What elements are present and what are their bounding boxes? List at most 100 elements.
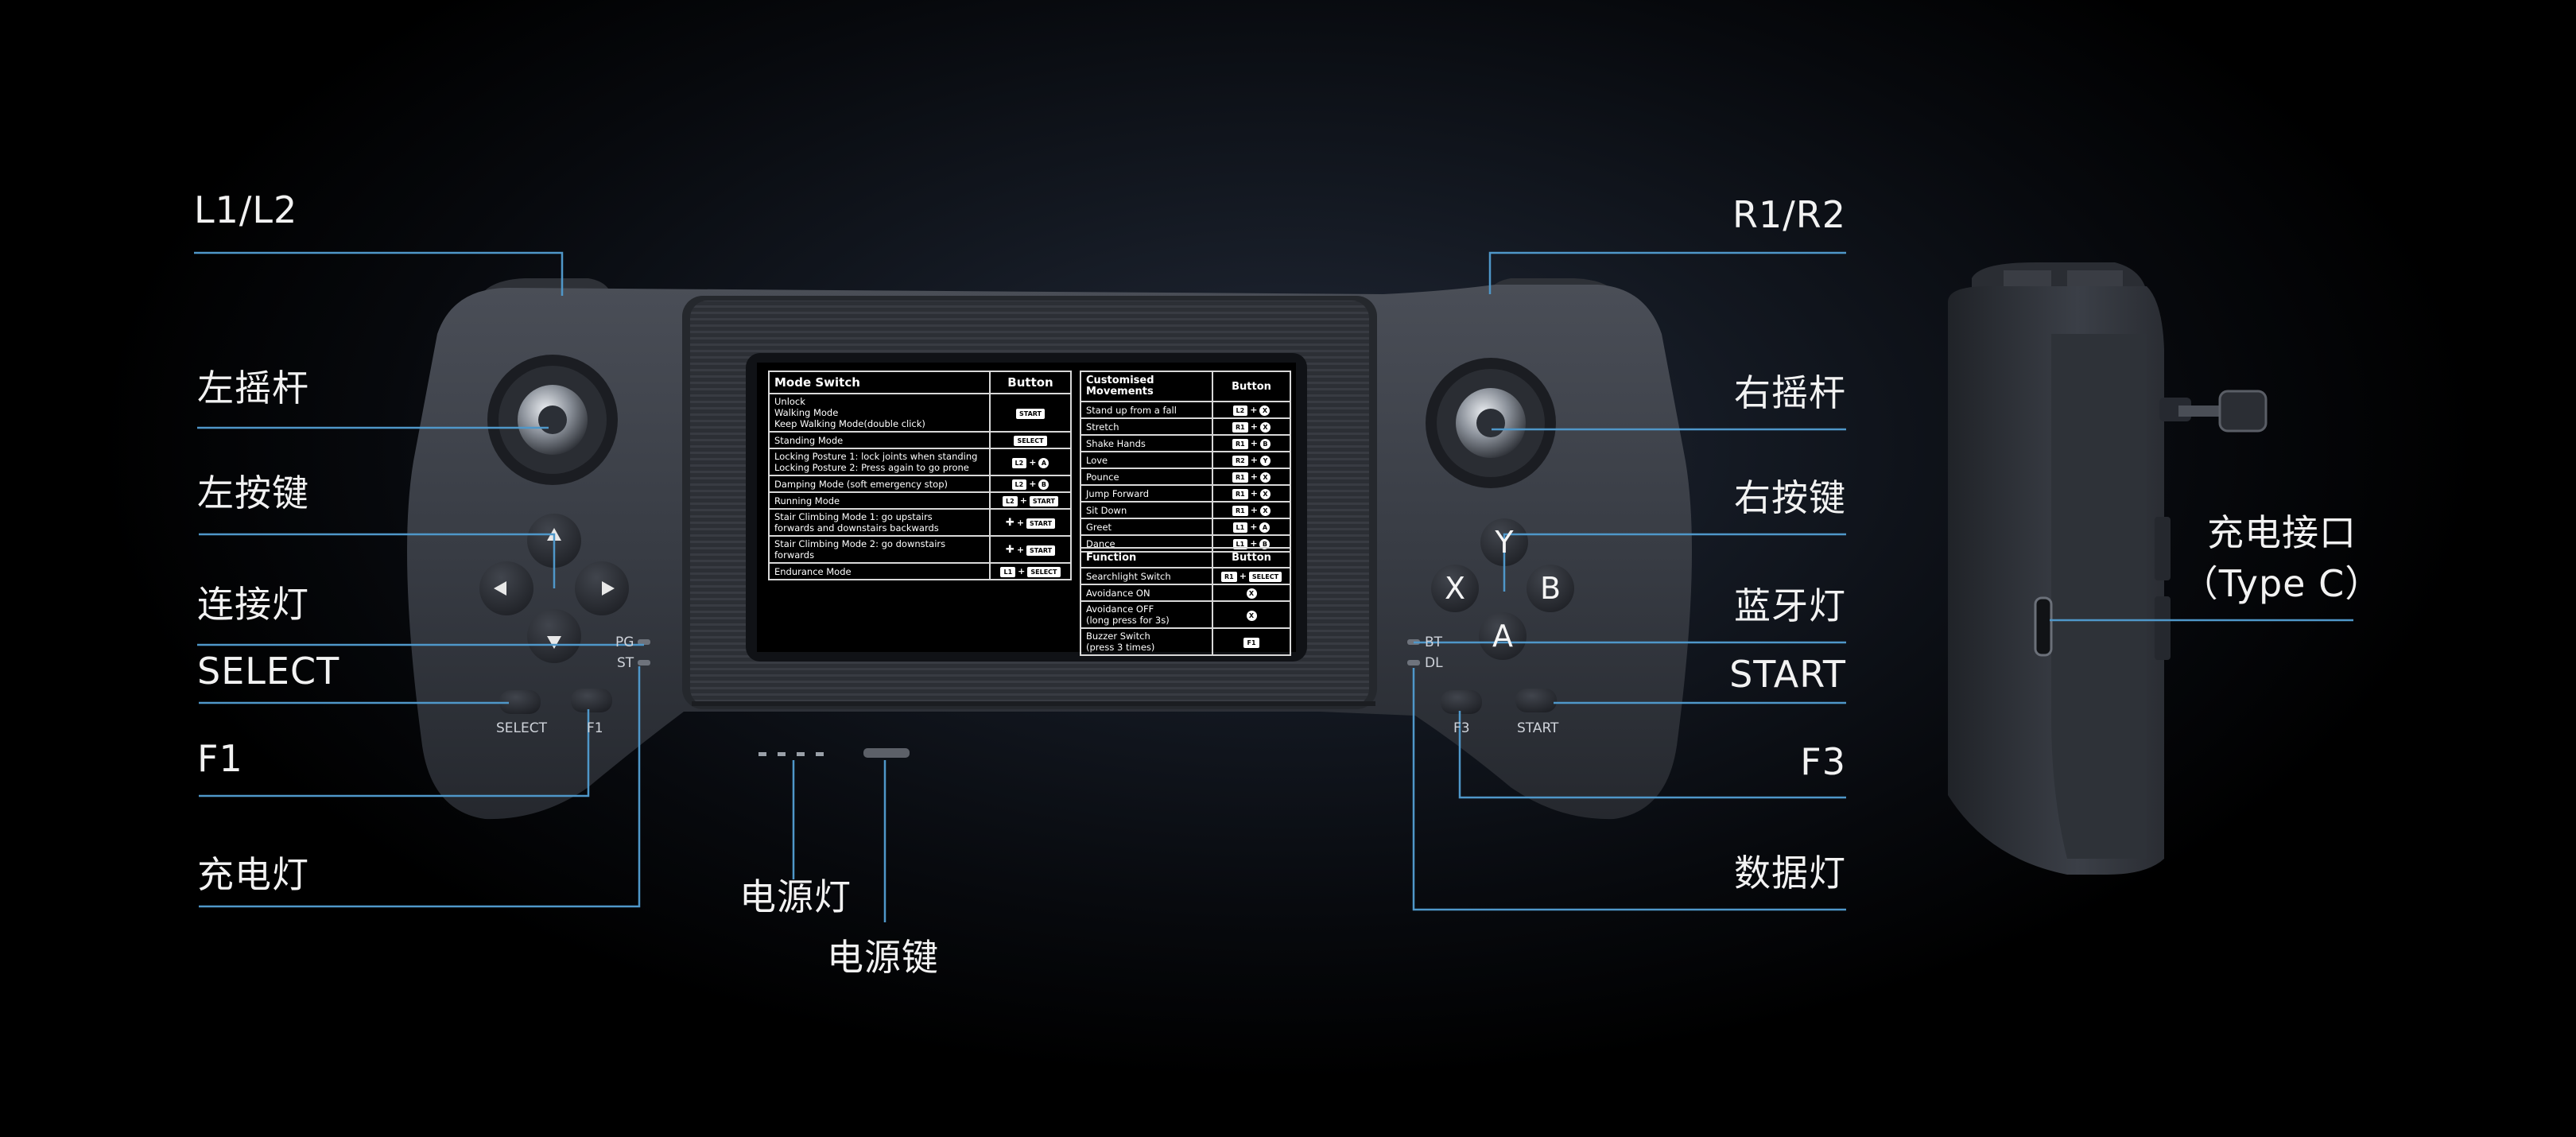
- plus-sign: +: [1018, 566, 1026, 576]
- row-label: Endurance Mode: [768, 562, 991, 580]
- key-badge: L2: [1232, 406, 1248, 416]
- row-button: X: [1212, 584, 1291, 602]
- plus-sign: +: [1250, 505, 1258, 515]
- row-label: Running Mode: [768, 491, 991, 510]
- row-button: X: [1212, 600, 1291, 629]
- row-label: Pounce: [1080, 468, 1213, 486]
- button-glyph-icon: X: [1259, 472, 1271, 483]
- mode-table-header-button: Button: [989, 371, 1072, 394]
- button-glyph-icon: A: [1259, 522, 1271, 533]
- plus-sign: +: [1250, 455, 1258, 465]
- row-button: R2+Y: [1212, 451, 1291, 469]
- button-glyph-icon: A: [1038, 457, 1049, 468]
- key-badge: SELECT: [1027, 567, 1061, 577]
- plus-sign: +: [1250, 538, 1258, 549]
- dl-label: DL: [1425, 655, 1443, 671]
- label-f1: F1: [197, 737, 243, 780]
- label-l1-l2: L1/L2: [194, 188, 298, 231]
- label-start: START: [1729, 653, 1846, 696]
- row-label: Searchlight Switch: [1080, 567, 1213, 585]
- customised-movements-table: Customised Movements Button Stand up fro…: [1080, 371, 1291, 553]
- key-badge: L2: [1003, 496, 1018, 506]
- key-badge: SELECT: [1014, 436, 1047, 446]
- label-left-stick: 左摇杆: [197, 367, 309, 409]
- row-label: Greet: [1080, 518, 1213, 536]
- button-glyph-icon: X: [1246, 588, 1257, 599]
- key-badge: R2: [1232, 456, 1248, 466]
- key-badge: R1: [1220, 572, 1237, 582]
- row-button: F1: [1212, 627, 1291, 656]
- f3-printed: F3: [1453, 720, 1470, 736]
- row-button: ✚+START: [989, 508, 1072, 537]
- button-glyph-icon: X: [1259, 506, 1271, 516]
- row-label: Locking Posture 1: lock joints when stan…: [768, 448, 991, 476]
- plus-sign: +: [1029, 479, 1037, 489]
- key-badge: START: [1026, 518, 1056, 529]
- label-left-buttons: 左按键: [197, 471, 309, 514]
- b-button-label: B: [1539, 571, 1562, 606]
- label-power-light: 电源灯: [739, 875, 852, 918]
- x-button: [1431, 565, 1479, 612]
- f1-button: [571, 689, 612, 712]
- dpad: [479, 514, 629, 663]
- row-label: Stand up from a fall: [1080, 401, 1213, 419]
- table-row: Buzzer Switch(press 3 times)F1: [1080, 627, 1291, 656]
- dl-light: [1407, 660, 1420, 666]
- key-badge: START: [1029, 496, 1058, 506]
- row-button: L2+START: [989, 491, 1072, 510]
- button-glyph-icon: X: [1246, 610, 1257, 621]
- row-label: Stretch: [1080, 417, 1213, 436]
- row-button: R1+SELECT: [1212, 567, 1291, 585]
- custom-table-header-button: Button: [1212, 371, 1291, 402]
- key-badge: L1: [1000, 567, 1016, 577]
- plus-sign: +: [1016, 544, 1025, 555]
- plus-sign: +: [1250, 488, 1258, 499]
- plus-sign: +: [1019, 495, 1027, 506]
- plus-sign: +: [1250, 522, 1258, 532]
- row-button: L1+SELECT: [989, 562, 1072, 580]
- button-glyph-icon: B: [1038, 479, 1049, 490]
- label-power-key: 电源键: [827, 936, 939, 979]
- row-button: L2+A: [989, 448, 1072, 476]
- button-glyph-icon: X: [1259, 422, 1271, 433]
- bt-label: BT: [1425, 634, 1443, 650]
- key-badge: SELECT: [1248, 572, 1282, 582]
- row-button: START: [989, 393, 1072, 433]
- start-button: [1515, 689, 1557, 712]
- controller-side-view: [1948, 262, 2268, 875]
- row-button: SELECT: [989, 431, 1072, 449]
- key-badge: L2: [1011, 479, 1027, 490]
- a-button-label: A: [1492, 619, 1513, 654]
- dpad-icon: ✚: [1005, 543, 1014, 556]
- button-glyph-icon: B: [1259, 539, 1271, 549]
- st-label: ST: [617, 655, 634, 671]
- key-badge: R1: [1232, 506, 1248, 516]
- row-label: Avoidance ON: [1080, 584, 1213, 602]
- f1-printed: F1: [587, 720, 603, 736]
- key-badge: L1: [1232, 539, 1248, 549]
- row-label: Damping Mode (soft emergency stop): [768, 475, 991, 493]
- function-table-header-button: Button: [1212, 547, 1291, 568]
- plus-sign: +: [1250, 438, 1258, 448]
- a-button: [1479, 612, 1527, 660]
- table-row: Stair Climbing Mode 2: go downstairs for…: [768, 535, 1072, 564]
- plus-sign: +: [1239, 571, 1247, 581]
- row-label: Standing Mode: [768, 431, 991, 449]
- row-button: ✚+START: [989, 535, 1072, 564]
- table-row: Avoidance OFF(long press for 3s)X: [1080, 600, 1291, 629]
- button-glyph-icon: X: [1259, 406, 1271, 416]
- table-row: Standing Mode SELECT: [768, 431, 1072, 449]
- pg-label: PG: [615, 634, 634, 650]
- row-label: Love: [1080, 451, 1213, 469]
- mode-table-header-mode: Mode Switch: [768, 371, 991, 394]
